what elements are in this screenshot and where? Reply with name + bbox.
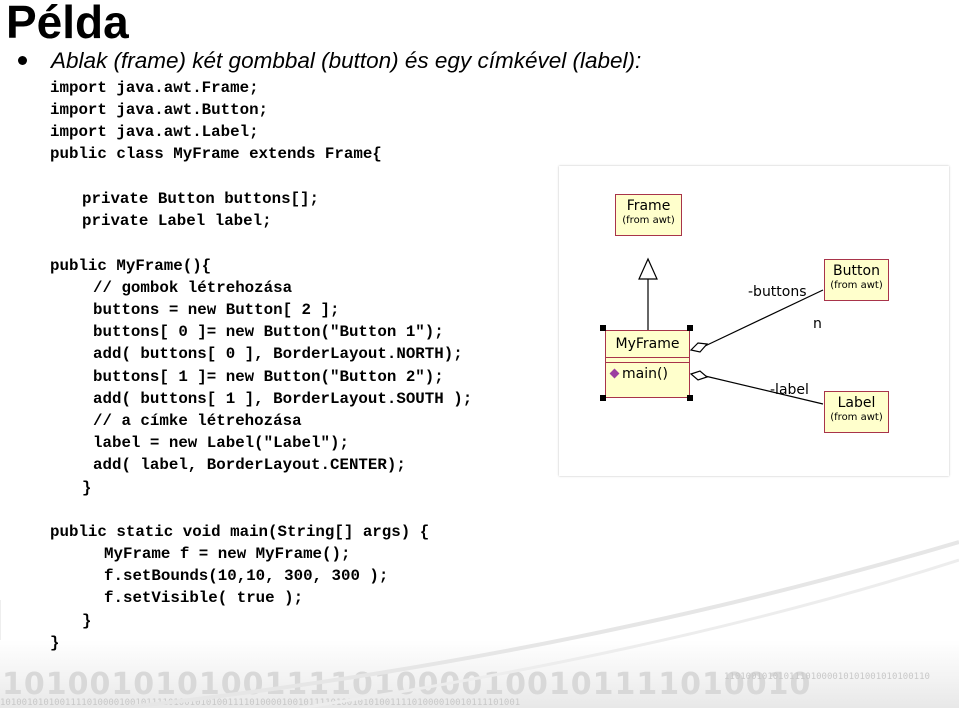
code-line: public class MyFrame extends Frame{ (50, 145, 382, 163)
class-name-button: Button (833, 263, 880, 279)
assoc-role-buttons: -buttons (748, 284, 807, 300)
code-line: public static void main(String[] args) { (50, 523, 430, 541)
uml-class-myframe[interactable]: MyFrame main() (605, 330, 690, 398)
code-line: // a címke létrehozása (93, 412, 302, 430)
code-line: private Button buttons[]; (82, 190, 319, 208)
code-line: private Label label; (82, 212, 272, 230)
uml-class-label: Label (from awt) (824, 391, 889, 433)
binary-text-small-bottom: 1010010101001111010000100101111010010101… (0, 698, 521, 708)
uml-connectors (638, 257, 824, 405)
code-line: buttons[ 1 ]= new Button("Button 2"); (93, 368, 444, 386)
code-line: add( buttons[ 0 ], BorderLayout.NORTH); (93, 345, 463, 363)
code-line: public MyFrame(){ (50, 257, 212, 275)
class-stereotype-label: (from awt) (830, 412, 883, 423)
class-stereotype-button: (from awt) (830, 280, 883, 291)
uml-class-diagram: Frame (from awt) Button (from awt) Label… (559, 166, 949, 476)
code-line: f.setVisible( true ); (104, 589, 304, 607)
binary-footer: 1010010101001111010000100101111010010 11… (0, 640, 959, 708)
assoc-role-label: -label (770, 382, 809, 398)
code-line: f.setBounds(10,10, 300, 300 ); (104, 567, 389, 585)
uml-class-button: Button (from awt) (824, 259, 889, 301)
code-line: MyFrame f = new MyFrame(); (104, 545, 351, 563)
code-line: } (82, 479, 92, 497)
code-line: buttons[ 0 ]= new Button("Button 1"); (93, 323, 444, 341)
class-name-myframe: MyFrame (615, 336, 680, 352)
code-line: import java.awt.Label; (50, 123, 259, 141)
selection-handle[interactable] (600, 325, 606, 331)
class-name-frame: Frame (626, 198, 671, 214)
class-method-main: main() (606, 363, 689, 385)
assoc-multiplicity-n: n (813, 316, 822, 332)
method-icon (609, 368, 620, 379)
code-line: // gombok létrehozása (93, 279, 293, 297)
code-line: import java.awt.Frame; (50, 79, 259, 97)
slide-subtitle: Ablak (frame) két gombbal (button) és eg… (51, 48, 642, 73)
binary-text-small-top: 11010010101011101000010101001010100110 (724, 672, 930, 682)
code-line: } (82, 612, 92, 630)
code-line: import java.awt.Button; (50, 101, 269, 119)
code-line: buttons = new Button[ 2 ]; (93, 301, 340, 319)
uml-class-frame: Frame (from awt) (615, 194, 682, 236)
code-line: label = new Label("Label"); (93, 434, 349, 452)
selection-handle[interactable] (600, 395, 606, 401)
class-divider (606, 357, 689, 358)
bullet-icon (18, 56, 27, 65)
method-name: main() (622, 366, 668, 382)
selection-handle[interactable] (687, 325, 693, 331)
class-name-label: Label (837, 395, 876, 411)
class-stereotype-frame: (from awt) (622, 215, 675, 226)
code-line: add( buttons[ 1 ], BorderLayout.SOUTH ); (93, 390, 473, 408)
code-line: add( label, BorderLayout.CENTER); (93, 456, 406, 474)
class-divider (606, 362, 689, 363)
selection-handle[interactable] (687, 395, 693, 401)
slide-title: Példa (6, 0, 129, 48)
code-line: } (50, 634, 60, 652)
binary-text-large: 1010010101001111010000100101111010010 (2, 667, 812, 702)
